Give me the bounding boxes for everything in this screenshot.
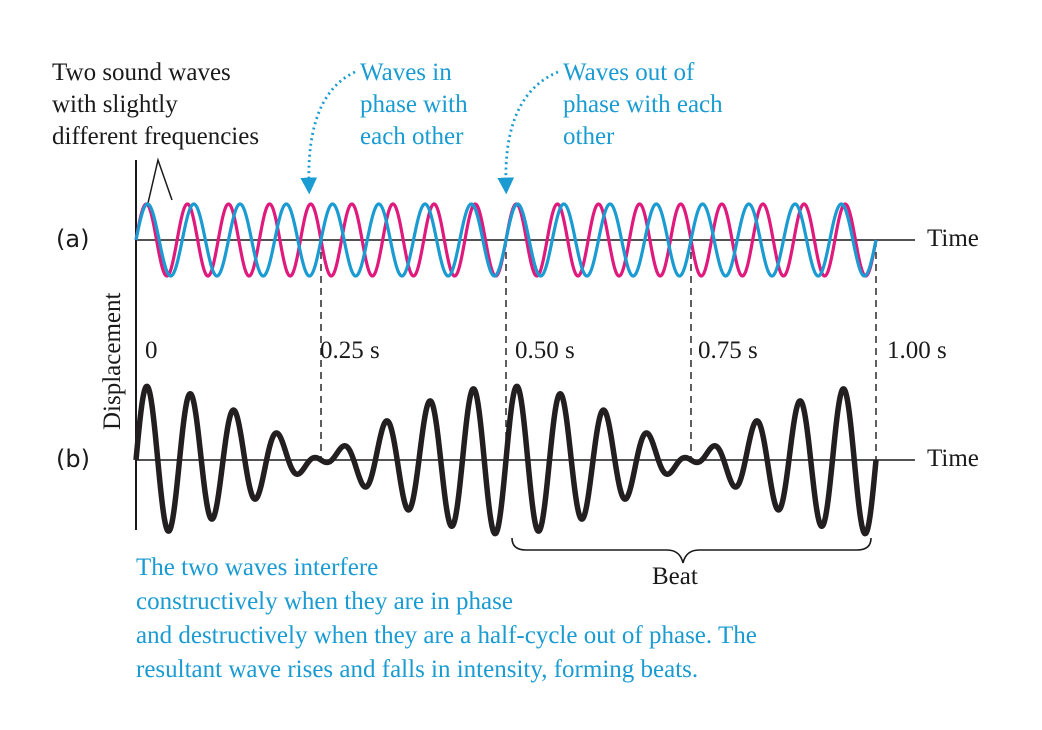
tick-label-0: 0: [145, 337, 158, 364]
y-axis-label: Displacement: [99, 292, 126, 430]
tick-label-025: 0.25 s: [320, 337, 380, 364]
two-waves-pointer-lines: [147, 157, 173, 204]
in-phase-arrow: [300, 70, 356, 195]
panel-b-label: (b): [56, 445, 90, 473]
out-of-phase-label-line3: other: [563, 123, 615, 150]
time-axis-a-label: Time: [927, 225, 979, 252]
caption-line3: and destructively when they are a half-c…: [136, 622, 757, 649]
two-waves-label-line3: different frequencies: [52, 123, 259, 150]
out-of-phase-arrow: [497, 70, 559, 195]
beat-brace: [511, 537, 872, 564]
in-phase-label-line2: phase with: [360, 91, 468, 118]
out-of-phase-label-line1: Waves out of: [563, 59, 695, 86]
caption-line2: constructively when they are in phase: [136, 588, 513, 615]
two-waves-label-line2: with slightly: [52, 91, 178, 118]
wave-cyan: [134, 202, 878, 278]
out-of-phase-label-line2: phase with each: [563, 91, 723, 118]
caption-line1: The two waves interfere: [136, 554, 378, 581]
tick-label-100: 1.00 s: [887, 337, 947, 364]
time-axis-b-label: Time: [927, 445, 979, 472]
tick-label-050: 0.50 s: [515, 337, 575, 364]
tick-label-075: 0.75 s: [698, 337, 758, 364]
in-phase-label-line1: Waves in: [360, 59, 452, 86]
beat-label: Beat: [652, 563, 698, 590]
in-phase-label-line3: each other: [360, 123, 464, 150]
caption-line4: resultant wave rises and falls in intens…: [136, 656, 698, 683]
two-waves-label-line1: Two sound waves: [52, 59, 231, 86]
panel-a-label: (a): [56, 225, 89, 253]
time-guide-lines: [320, 240, 877, 460]
resultant-wave: [133, 383, 879, 537]
